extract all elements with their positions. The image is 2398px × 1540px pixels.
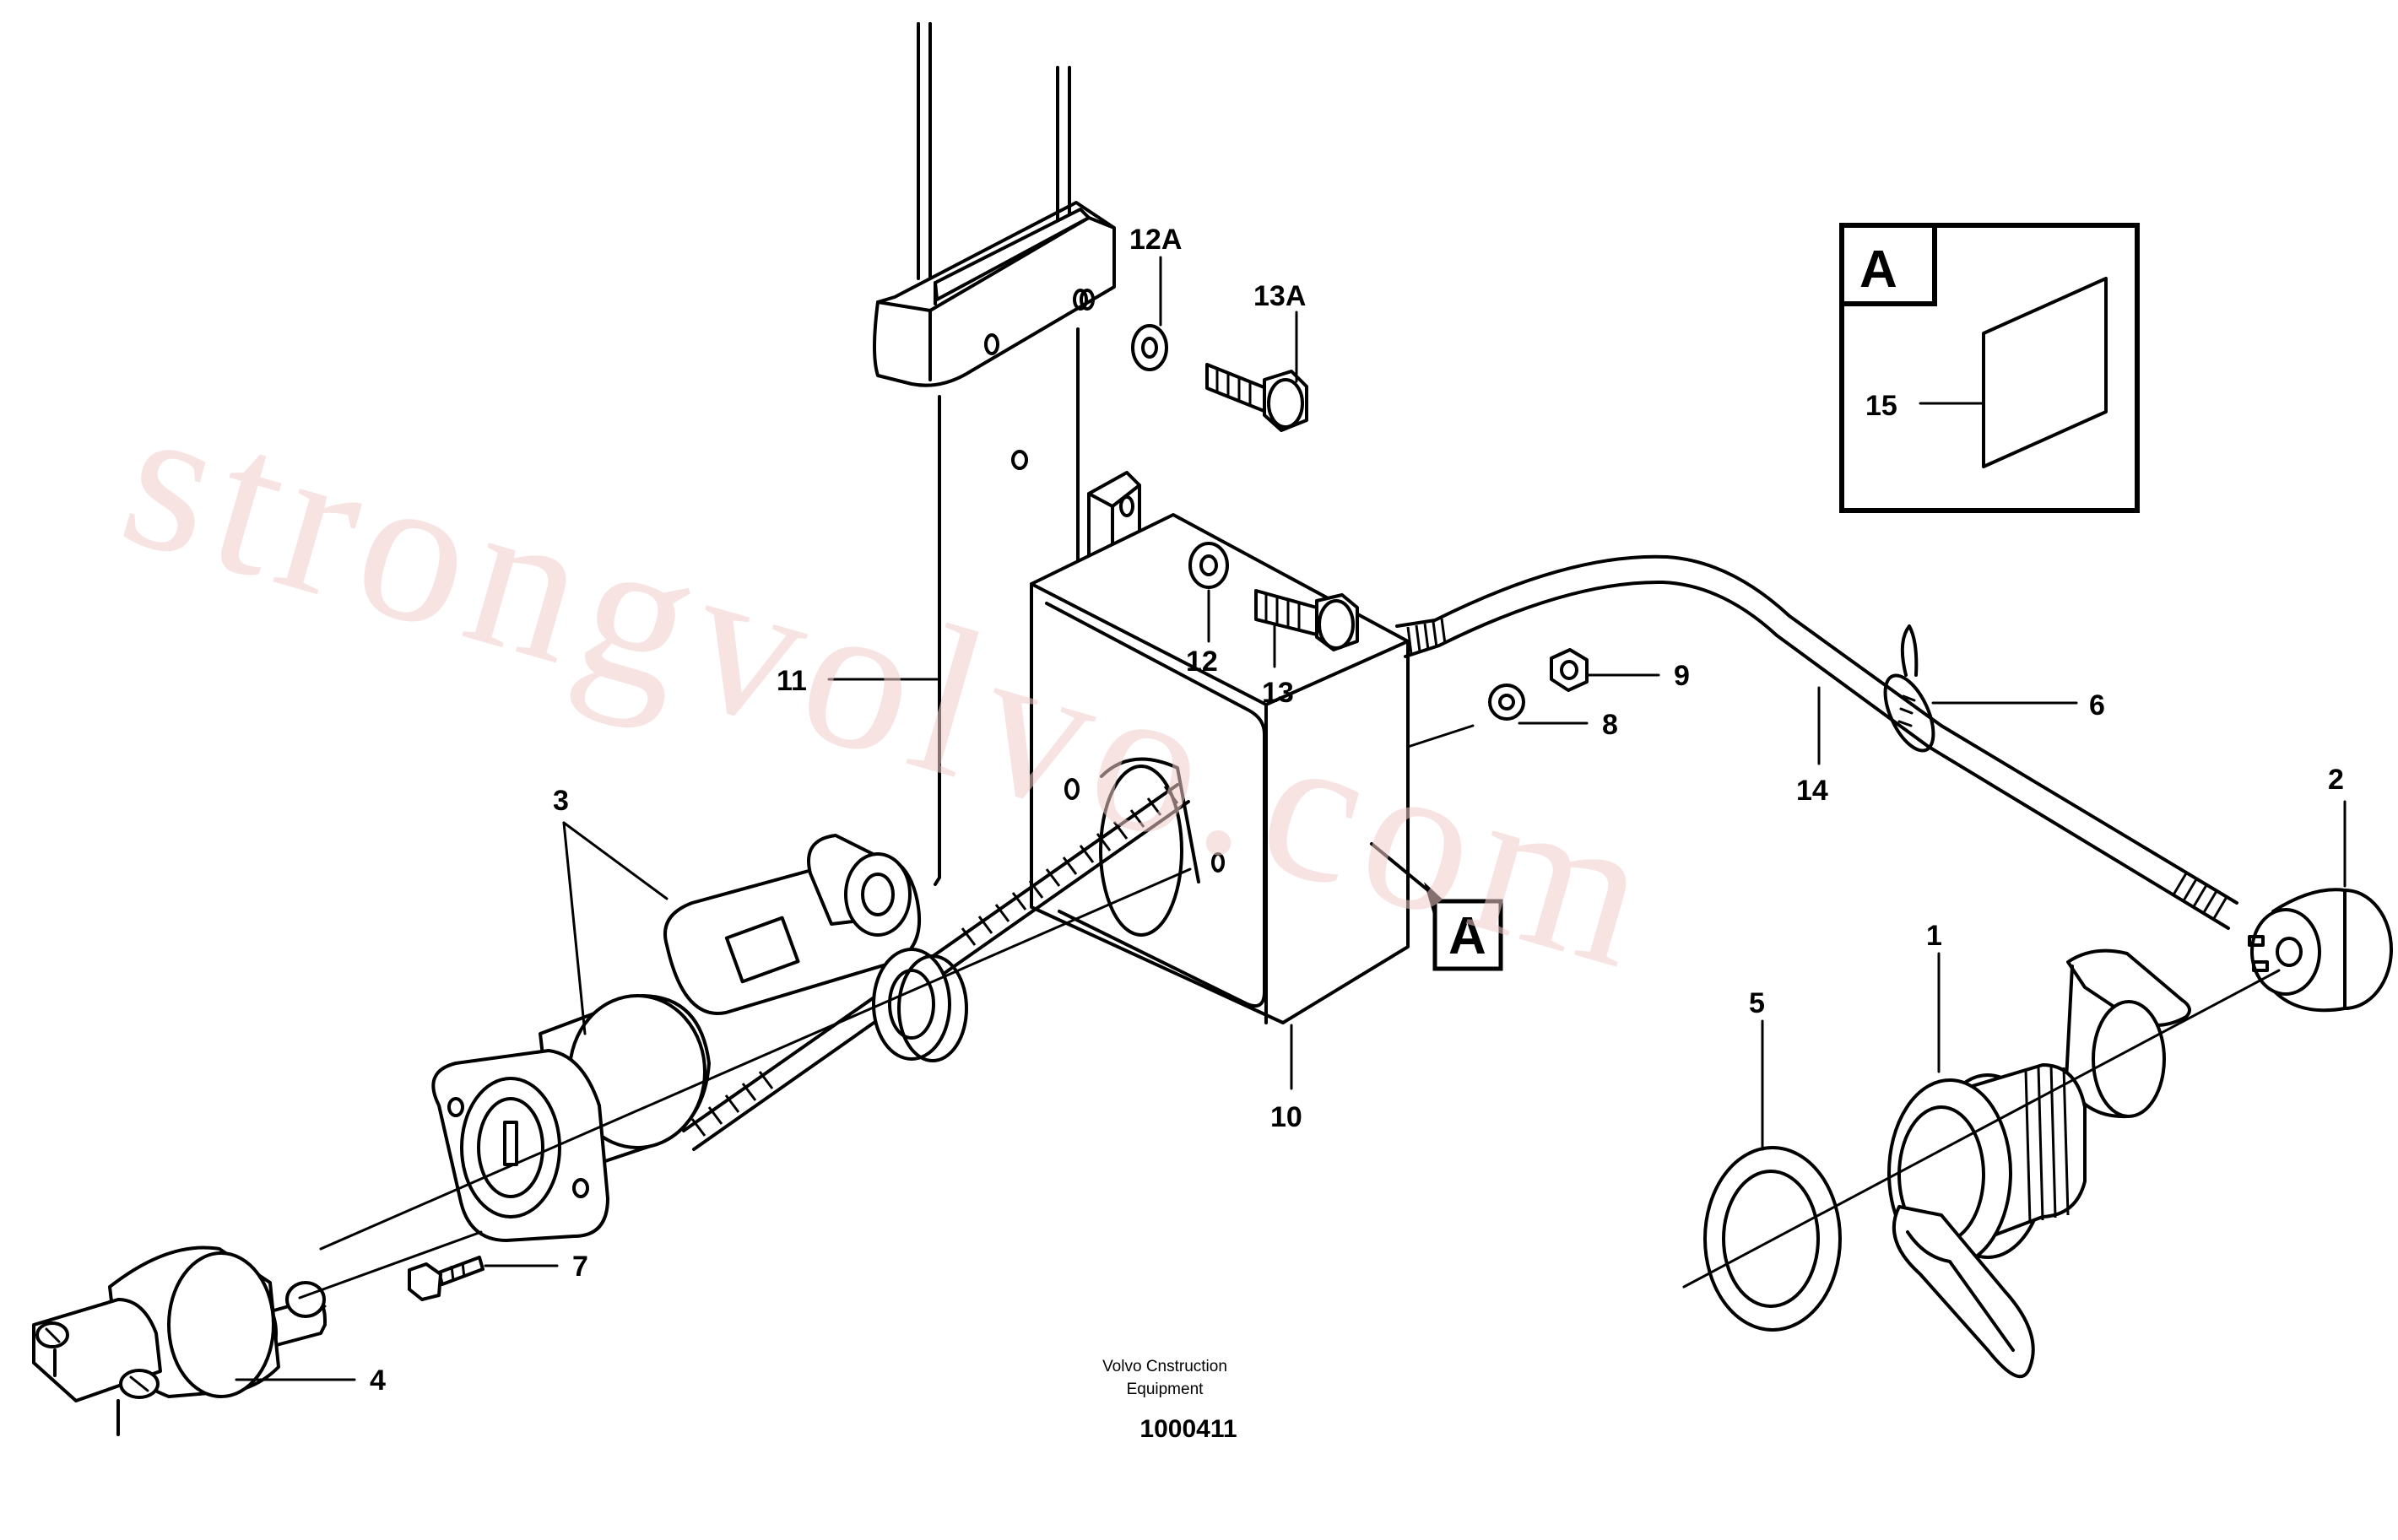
plug-socket-1 xyxy=(1887,948,2191,1379)
cable-tie-6 xyxy=(1883,624,1935,753)
callout-5: 5 xyxy=(1749,987,1765,1019)
drawing-number: 1000411 xyxy=(1139,1415,1237,1443)
callout-7: 7 xyxy=(572,1251,588,1283)
plug-4 xyxy=(32,1246,327,1436)
bolt-7 xyxy=(408,1256,484,1301)
washer-12a xyxy=(1131,324,1168,371)
detail-ref-letter: A xyxy=(1448,907,1486,965)
callout-10: 10 xyxy=(1270,1101,1302,1133)
detail-ref-a: A xyxy=(1370,842,1503,971)
callout-1: 1 xyxy=(1926,920,1942,952)
callout-9: 9 xyxy=(1674,660,1690,692)
callout-4: 4 xyxy=(370,1364,386,1397)
callout-11: 11 xyxy=(777,665,807,697)
callout-12: 12 xyxy=(1186,646,1218,678)
callout-13a: 13A xyxy=(1253,280,1306,312)
detail-box-a: A 15 xyxy=(1839,223,2140,513)
callout-13: 13 xyxy=(1262,677,1294,709)
mounting-post xyxy=(873,22,1116,886)
cable-14 xyxy=(1395,554,2238,930)
washer-8 xyxy=(1488,684,1525,721)
detail-box-letter: A xyxy=(1859,240,1897,299)
callout-8: 8 xyxy=(1602,709,1618,741)
callout-3: 3 xyxy=(553,785,569,817)
footer-line-1: Volvo Cnstruction xyxy=(1102,1358,1227,1375)
washer-12 xyxy=(1188,542,1229,589)
screw-13a xyxy=(1205,363,1308,432)
callout-2: 2 xyxy=(2328,764,2344,796)
connector-cap-2 xyxy=(2248,888,2393,1013)
electrical-box xyxy=(1030,513,1410,1024)
footer-line-2: Equipment xyxy=(1127,1381,1204,1398)
callout-12a: 12A xyxy=(1129,224,1182,256)
screw-13 xyxy=(1254,589,1359,651)
callout-6: 6 xyxy=(2089,689,2105,721)
flange-cap-3 xyxy=(663,834,968,1062)
socket-body-3 xyxy=(431,994,711,1242)
callout-14: 14 xyxy=(1796,775,1828,807)
nut-9 xyxy=(1550,648,1589,692)
callout-15: 15 xyxy=(1865,390,1897,422)
